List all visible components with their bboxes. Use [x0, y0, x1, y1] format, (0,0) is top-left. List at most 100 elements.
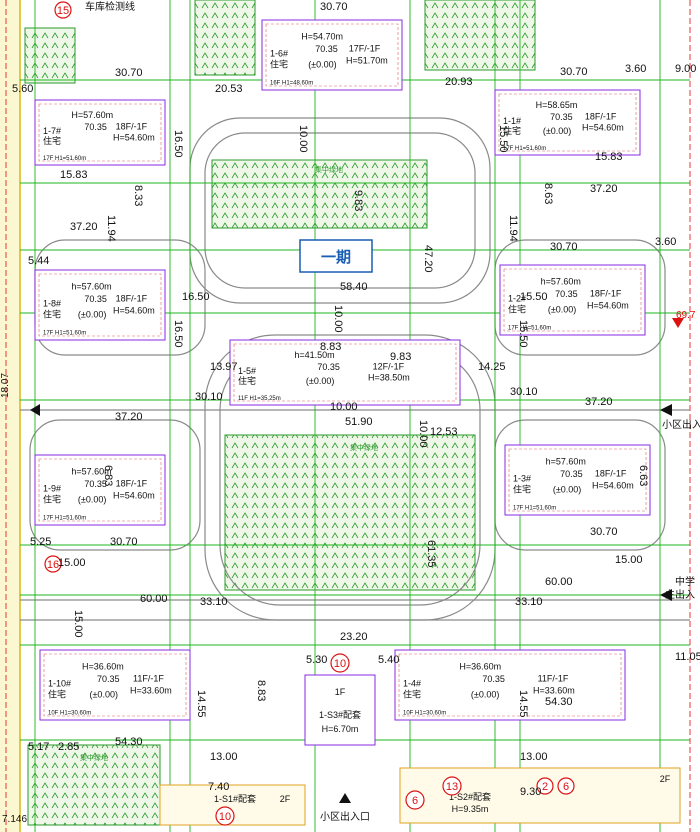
dimension-label: 33.10: [515, 596, 543, 608]
dimension-label: 61.35: [425, 540, 437, 568]
west-entrance-arrow: [30, 404, 40, 416]
building-outline: [494, 89, 641, 156]
building-b4: 1-4#住宅H=36.60m11F/-1FH=33.60m70.35(±0.00…: [394, 649, 626, 721]
building-base: 70.35: [317, 362, 340, 372]
building-floors: 18F/-1F: [116, 121, 148, 131]
dimension-label: 3.60: [655, 236, 676, 248]
dimension-label: 8.63: [542, 183, 554, 204]
building-height-2: H=54.60m: [113, 490, 155, 500]
building-note: 17F H1=51.60m: [513, 505, 556, 511]
building-elevation: (±0.00): [78, 310, 106, 320]
dimension-label: 51.90: [345, 416, 373, 428]
building-height-2: H=33.60m: [533, 685, 575, 695]
building-name: 1-1#: [503, 116, 521, 126]
building-height: h=57.60m: [546, 457, 586, 467]
facility-s1-name: 1-S1#配套: [214, 793, 256, 804]
dimension-label: 5.60: [12, 83, 33, 95]
building-inner-outline: [233, 343, 457, 402]
building-note: 10F H1=30.60m: [48, 710, 91, 716]
building-name: 1-10#: [48, 678, 71, 688]
circled-number-6a: 6: [405, 790, 425, 810]
dimension-label: 60.00: [140, 593, 168, 605]
svg-text:中学: 中学: [675, 575, 695, 588]
building-height-2: H=54.60m: [592, 480, 634, 490]
building-use: 住宅: [403, 689, 421, 700]
dimension-label: 8.83: [320, 341, 341, 353]
svg-text:15: 15: [57, 5, 69, 17]
svg-text:6: 6: [412, 795, 418, 807]
building-use: 住宅: [43, 309, 61, 320]
dimension-label: 7.40: [208, 781, 229, 793]
building-floors: 17F/-1F: [349, 44, 381, 54]
building-use: 住宅: [43, 135, 61, 146]
dimension-label: 3.60: [625, 63, 646, 75]
dimension-label: 5.30: [306, 654, 327, 666]
svg-text:10: 10: [219, 811, 231, 823]
building-name: 1-7#: [43, 126, 61, 136]
building-height-2: H=51.70m: [346, 55, 388, 65]
building-elevation: (±0.00): [553, 485, 581, 495]
building-base: 70.35: [84, 122, 107, 132]
building-height-2: H=54.60m: [113, 132, 155, 142]
building-height: h=41.50m: [294, 350, 334, 360]
building-name: 1-3#: [513, 473, 531, 483]
dimension-label: 11.05: [675, 651, 700, 663]
dimension-label: 6.63: [637, 465, 649, 486]
dimension-label: 37.20: [70, 221, 98, 233]
dimension-label: 30.10: [510, 386, 538, 398]
dimension-label: 15.00: [615, 554, 643, 566]
building-note: 10F H1=30.60m: [403, 710, 446, 716]
building-base: 70.35: [315, 44, 338, 54]
circled-number-6b: 6: [557, 777, 575, 795]
dimension-label: 14.25: [478, 361, 506, 373]
dimension-label: 10.00: [330, 401, 358, 413]
svg-text:6: 6: [563, 781, 569, 793]
building-use: 住宅: [508, 304, 526, 315]
dimension-label: 11.94: [507, 215, 519, 242]
green-southwest: [27, 744, 161, 826]
dimension-label: 54.30: [115, 736, 143, 748]
building-outline: [499, 264, 646, 336]
west-boundary-band: [0, 0, 20, 832]
building-base: 70.35: [560, 469, 583, 479]
dimension-label: 9.83: [352, 190, 364, 211]
dimension-label: 9.00: [675, 63, 696, 75]
building-height: H=57.60m: [71, 110, 113, 120]
building-use: 住宅: [513, 484, 531, 495]
building-base: 70.35: [97, 674, 120, 684]
building-use: 住宅: [270, 59, 288, 70]
building-inner-outline: [498, 93, 637, 152]
phase-label: 一期: [321, 248, 351, 266]
building-height: H=54.70m: [301, 32, 343, 42]
dimension-label: 11.94: [105, 215, 117, 242]
building-height-2: H=33.60m: [130, 685, 172, 695]
top-left-road-label: 车库检测线: [85, 0, 135, 13]
dimension-label: 10.00: [332, 305, 344, 333]
dimension-label: 9.30: [520, 786, 541, 798]
circled-number-15: 15: [54, 1, 72, 19]
dimension-label: 13.97: [210, 361, 238, 373]
building-base: 70.35: [550, 112, 573, 122]
dimension-label: 15.50: [517, 320, 529, 348]
circled-number-16: 16: [44, 555, 62, 573]
building-inner-outline: [38, 273, 162, 337]
dimension-label: 10.00: [417, 420, 429, 448]
building-elevation: (±0.00): [548, 305, 576, 315]
building-floors: 18F/-1F: [595, 469, 627, 479]
building-inner-outline: [508, 448, 647, 512]
dimension-label: 5.40: [378, 654, 399, 666]
dimension-label: 37.20: [115, 411, 143, 423]
dimension-label: 6.83: [102, 465, 114, 486]
building-b1: 1-1#住宅H=58.65m18F/-1FH=54.60m70.35(±0.00…: [494, 89, 641, 156]
building-inner-outline: [38, 103, 162, 162]
east-entrance-arrow: 小区出入: [660, 404, 700, 431]
building-b9: 1-9#住宅h=57.60m18F/-1FH=54.60m70.35(±0.00…: [34, 454, 166, 526]
building-inner-outline: [265, 23, 399, 87]
central-green-north: [211, 159, 428, 229]
central-green-south: [224, 434, 476, 591]
building-outline: [34, 454, 166, 526]
building-base: 70.35: [555, 289, 578, 299]
building-name: 1-4#: [403, 678, 421, 688]
building-height: h=57.60m: [541, 277, 581, 287]
dimension-label: 47.20: [422, 245, 434, 273]
